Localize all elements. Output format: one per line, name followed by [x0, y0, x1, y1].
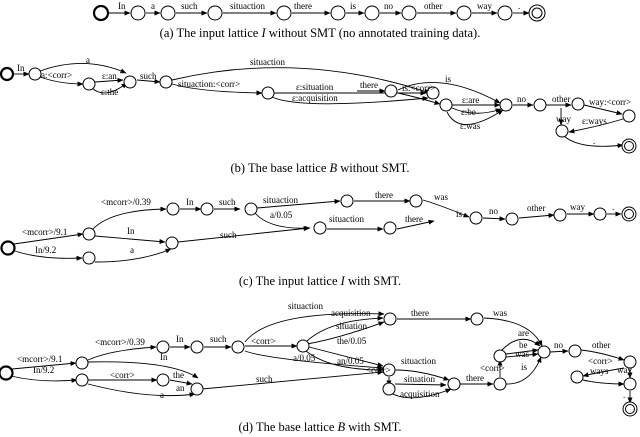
svg-text:ways: ways [590, 366, 609, 376]
svg-text:way: way [617, 365, 632, 375]
svg-text:situaction: situaction [250, 57, 285, 67]
svg-text:no: no [517, 94, 527, 104]
svg-text:situaction: situaction [288, 301, 323, 311]
caption-b: (b) The base lattice B without SMT. [230, 161, 409, 175]
svg-text:In/9.2: In/9.2 [33, 365, 54, 375]
svg-text:<corr>: <corr> [366, 365, 391, 375]
svg-text:a/0.05: a/0.05 [270, 210, 293, 220]
svg-text:situaction: situaction [230, 1, 265, 11]
panel-b-lattice: In a a:<corr> ε:an ε:the such situaction… [0, 55, 637, 154]
panel-a-lattice: In a such situaction there is no other w… [92, 1, 546, 22]
svg-text:<corr>: <corr> [588, 356, 613, 366]
svg-text:<corr>: <corr> [251, 336, 276, 346]
svg-text:a: a [160, 390, 164, 400]
svg-text:there: there [405, 214, 423, 224]
svg-text:ε:ways: ε:ways [582, 116, 607, 126]
svg-text:a:<corr>: a:<corr> [41, 70, 72, 80]
svg-text:ε:situation: ε:situation [296, 82, 334, 92]
svg-text:<mcorr>/0.39: <mcorr>/0.39 [95, 337, 145, 347]
svg-text:situaction: situaction [263, 195, 298, 205]
svg-text:the/0.05: the/0.05 [337, 336, 367, 346]
svg-text:a: a [130, 245, 134, 255]
svg-text:other: other [424, 1, 443, 11]
svg-text:other: other [552, 94, 571, 104]
svg-text:is:<corr>: is:<corr> [402, 83, 435, 93]
panel-c-lattice: <mcorr>/0.39 In such situaction there wa… [0, 190, 637, 265]
svg-text:are: are [518, 328, 529, 338]
svg-text:way: way [477, 1, 492, 11]
svg-text:.: . [518, 1, 520, 11]
svg-text:there: there [360, 80, 378, 90]
svg-text:no: no [489, 206, 499, 216]
svg-text:ε:are: ε:are [462, 95, 479, 105]
svg-text:is: is [521, 362, 528, 372]
svg-text:there: there [375, 190, 393, 200]
svg-text:In: In [160, 352, 168, 362]
start-node [92, 4, 110, 22]
svg-text:a: a [151, 1, 155, 11]
svg-text:there: there [466, 373, 484, 383]
svg-text:such: such [219, 197, 236, 207]
svg-text:situaction:<corr>: situaction:<corr> [178, 79, 240, 89]
svg-text:such: such [220, 230, 237, 240]
svg-text:way: way [556, 114, 571, 124]
svg-text:such: such [140, 71, 157, 81]
svg-text:<corr>: <corr> [110, 370, 135, 380]
svg-text:.: . [593, 136, 595, 146]
svg-text:way:<corr>: way:<corr> [589, 97, 631, 107]
svg-text:is: is [456, 209, 463, 219]
svg-text:there: there [294, 1, 312, 11]
svg-text:is: is [445, 74, 452, 84]
svg-text:<mcorr>/9.1: <mcorr>/9.1 [17, 354, 62, 364]
svg-text:situaction: situaction [401, 356, 436, 366]
svg-text:<corr>: <corr> [480, 363, 505, 373]
svg-text:was: was [493, 308, 507, 318]
svg-text:an/0.05: an/0.05 [337, 356, 364, 366]
svg-text:<mcorr>/9.1: <mcorr>/9.1 [22, 227, 67, 237]
svg-text:an: an [176, 383, 185, 393]
svg-text:such: such [256, 374, 273, 384]
svg-text:In: In [17, 63, 25, 73]
svg-text:is: is [350, 1, 357, 11]
svg-text:other: other [592, 340, 611, 350]
svg-text:ε:was: ε:was [460, 121, 481, 131]
svg-text:situaction: situaction [329, 214, 364, 224]
svg-text:other: other [527, 203, 546, 213]
caption-d: (d) The base lattice B with SMT. [238, 420, 401, 434]
svg-text:way: way [570, 202, 585, 212]
svg-text:ε:be: ε:be [461, 107, 476, 117]
svg-text:In: In [176, 334, 184, 344]
svg-text:no: no [554, 340, 564, 350]
svg-text:situation: situation [336, 321, 367, 331]
svg-text:ε:an: ε:an [102, 71, 117, 81]
svg-text:ε:acquisition: ε:acquisition [292, 93, 338, 103]
svg-text:acquisition: acquisition [331, 308, 371, 318]
svg-text:<mcorr>/0.39: <mcorr>/0.39 [101, 197, 151, 207]
svg-text:the: the [173, 370, 184, 380]
caption-a: (a) The input lattice I without SMT (no … [160, 26, 481, 40]
svg-text:.: . [612, 202, 614, 212]
svg-text:ε:the: ε:the [101, 87, 118, 97]
svg-text:situation: situation [404, 374, 435, 384]
svg-text:such: such [181, 1, 198, 11]
svg-text:a: a [86, 55, 90, 65]
svg-text:such: such [210, 334, 227, 344]
svg-text:In: In [118, 1, 126, 11]
svg-text:was: was [434, 192, 448, 202]
svg-text:was: was [515, 349, 529, 359]
panel-d-lattice: <mcorr>/0.39 In such situaction <corr> a… [0, 301, 638, 417]
svg-text:In: In [186, 197, 194, 207]
svg-text:acquisition: acquisition [400, 389, 440, 399]
svg-text:a/0.05: a/0.05 [293, 353, 316, 363]
caption-c: (c) The input lattice I with SMT. [239, 274, 401, 288]
svg-text:In/9.2: In/9.2 [35, 245, 56, 255]
svg-text:.: . [623, 390, 625, 400]
svg-text:there: there [411, 308, 429, 318]
svg-text:no: no [384, 1, 394, 11]
svg-text:be: be [519, 340, 528, 350]
svg-text:In: In [127, 226, 135, 236]
